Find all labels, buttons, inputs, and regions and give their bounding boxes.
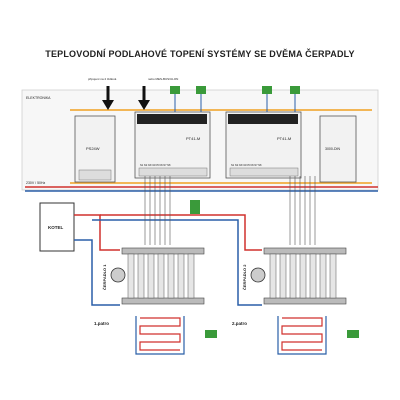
power-label: 230V / 50Hz: [26, 181, 46, 185]
right-module: [319, 115, 357, 183]
pt41-1-label: PT41-M: [186, 136, 200, 141]
arrow-head-2: [138, 100, 150, 110]
pump-2-icon: [250, 267, 266, 283]
mes-note: nebo MES-BUS/ULON: [148, 77, 178, 81]
return-pipe-2: [92, 219, 262, 306]
pump-2-label: ČERPADLO 2: [242, 264, 247, 290]
manifold-2: [263, 247, 347, 305]
floor-2-label: 2.patro: [232, 321, 247, 326]
floor-loop-1-return: [135, 316, 185, 355]
pt41-1-top-connectors: [137, 114, 207, 124]
floor-sensor-2: [347, 330, 359, 338]
pt41-2-terminal-row: N1 N2 N3 N4 N5 N6 N7 N8: [231, 164, 262, 167]
floor-loop-2-return: [277, 316, 327, 355]
floor-1-label: 1.patro: [94, 321, 109, 326]
boiler-return-pipe: [74, 239, 120, 306]
wire-bundle-2: [289, 176, 316, 245]
pt41-2-label: PT41-M: [277, 136, 291, 141]
pt41-2-top-connectors: [228, 114, 298, 124]
wire-bundle-1: [144, 176, 171, 245]
pump-1-label: ČERPADLO 1: [102, 264, 107, 290]
boiler-supply-pipe: [74, 214, 120, 251]
pt41-1-terminals: [138, 167, 208, 177]
pt41-1-terminal-row: N1 N2 N3 N4 N5 N6 N7 N8: [140, 164, 171, 167]
panel-brand-label: ELEKTRONIKA: [26, 96, 51, 100]
boiler: [39, 202, 75, 252]
diagram-title: TEPLOVODNÍ PODLAHOVÉ TOPENÍ SYSTÉMY SE D…: [45, 49, 355, 59]
top-sensor-connectors: [170, 86, 300, 112]
arrow-head-1: [102, 100, 114, 110]
supply-pipe-2: [100, 214, 262, 251]
pt41-2-terminals: [229, 167, 299, 177]
boiler-label: KOTEL: [48, 225, 64, 230]
floor-loop-1-supply: [139, 317, 181, 351]
floor-sensor-1: [205, 330, 217, 338]
manifold-1: [121, 247, 205, 305]
sensor-note: připojení na 2 čidlová: [88, 77, 117, 81]
ps24w-label: PS24W: [86, 146, 100, 151]
pump-1-icon: [110, 267, 126, 283]
middle-connector: [190, 200, 200, 214]
floor-loop-2-supply: [281, 317, 323, 351]
ps24w-terminals: [78, 169, 112, 181]
right-module-label: 3000-DIN: [325, 147, 340, 151]
